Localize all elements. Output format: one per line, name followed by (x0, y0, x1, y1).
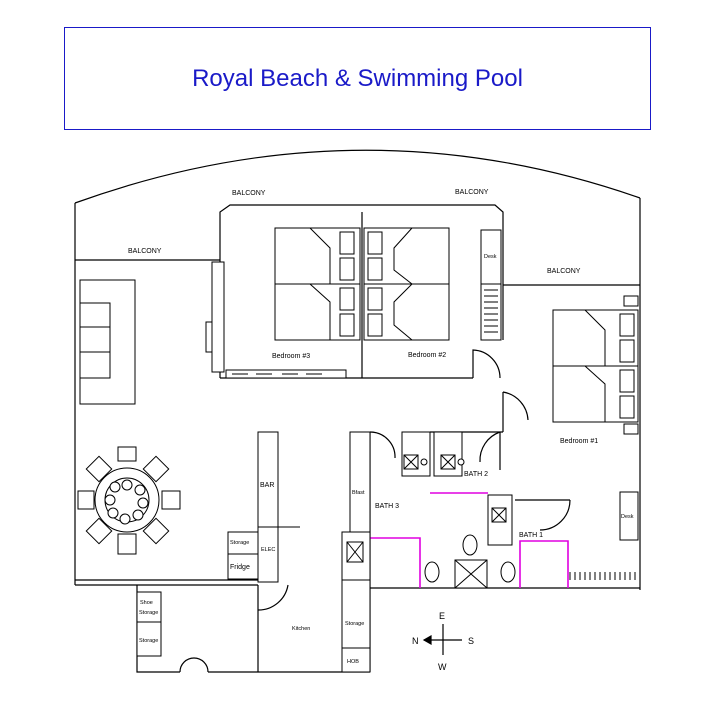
balcony-label-3: BALCONY (128, 248, 162, 255)
bath2-door (479, 431, 501, 463)
kitchen-storage-label: Storage (345, 621, 364, 627)
bath-fixtures (401, 431, 516, 589)
balcony-label-2: BALCONY (455, 189, 489, 196)
elec-label: ELEC (261, 547, 275, 553)
bath3-door (369, 431, 396, 459)
balcony-label-1: BALCONY (232, 190, 266, 197)
bar-storage-label: Storage (230, 540, 249, 546)
shoe-label: Shoe (140, 600, 153, 606)
kitchen-door (257, 584, 289, 611)
bath-partitions (370, 492, 569, 588)
compass-east: E (439, 611, 445, 621)
desk-label-top: Desk (484, 254, 497, 260)
balcony-label-4: BALCONY (547, 268, 581, 275)
plan-title: Royal Beach & Swimming Pool (192, 64, 523, 92)
kitchen-label: Kitchen (292, 626, 310, 632)
entry-storage (136, 591, 162, 657)
dining-table (77, 446, 181, 555)
entry-doors (179, 657, 209, 673)
bedroom1-label: Bedroom #1 (560, 438, 598, 445)
bath3-label: BATH 3 (375, 503, 399, 510)
bedroom-block-top (219, 204, 504, 285)
bath3-partition (370, 537, 421, 588)
bedroom2-label: Bedroom #2 (408, 352, 446, 359)
bath1-label: BATH 1 (519, 532, 543, 539)
bedroom3-label: Bedroom #3 (272, 353, 310, 360)
bfast-label: Bfast (352, 490, 365, 496)
bar-label: BAR (260, 482, 274, 489)
desk-bedroom2 (480, 229, 502, 341)
title-box: Royal Beach & Swimming Pool (64, 27, 651, 130)
compass-west: W (438, 662, 447, 672)
kitchen-counters (341, 431, 371, 673)
compass (422, 624, 462, 655)
bed-bedroom1 (552, 295, 639, 580)
compass-north: N (412, 636, 419, 646)
beds-center (274, 227, 450, 341)
shoe-storage-label: Storage (139, 610, 158, 616)
bedroom2-door (472, 349, 501, 379)
bath1-partition (519, 540, 569, 588)
hob-label: HOB (347, 659, 359, 665)
sofa (79, 279, 136, 405)
bedroom3-wardrobe (205, 261, 347, 379)
fridge-label: Fridge (230, 564, 250, 571)
bath1-door (539, 499, 571, 531)
compass-south: S (468, 636, 474, 646)
outer-balcony-arc (74, 149, 641, 204)
desk-label-right: Desk (621, 514, 634, 520)
bedroom1-door (502, 391, 529, 421)
entry-storage-label: Storage (139, 638, 158, 644)
bar-counter (227, 431, 300, 583)
bath2-label: BATH 2 (464, 471, 488, 478)
